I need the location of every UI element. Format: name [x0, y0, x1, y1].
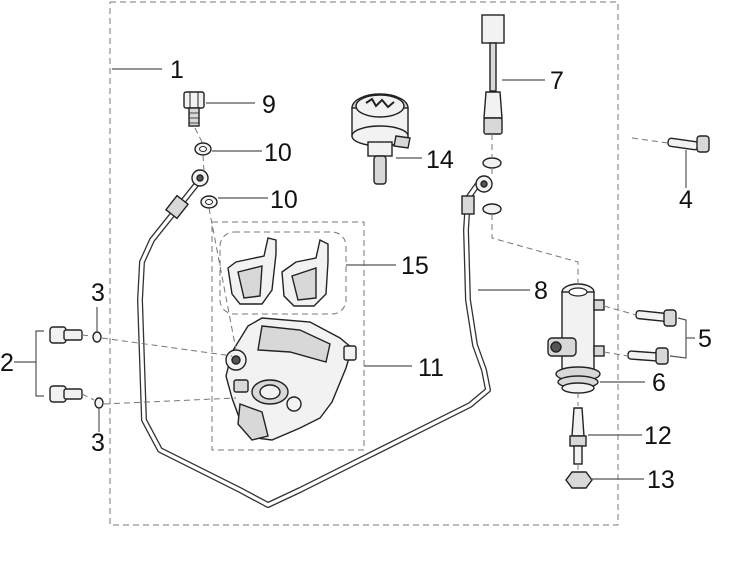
reservoir-screw — [667, 135, 710, 153]
label-15: 15 — [401, 252, 429, 280]
brake-light-switch — [481, 14, 505, 135]
label-12: 12 — [644, 422, 672, 450]
label-13: 13 — [647, 466, 675, 494]
leader-lines — [14, 68, 695, 480]
fluid-reservoir — [351, 93, 411, 185]
label-8: 8 — [534, 277, 548, 305]
label-5: 5 — [698, 325, 712, 353]
label-14: 14 — [426, 146, 454, 174]
brake-hose — [137, 169, 493, 508]
lock-nut — [565, 471, 593, 489]
banjo-bolt — [183, 91, 205, 127]
push-rod — [569, 407, 587, 465]
mounting-bolt-lower — [627, 347, 669, 365]
label-11: 11 — [418, 354, 444, 382]
switch-washer-a — [482, 157, 502, 169]
label-4: 4 — [679, 186, 693, 214]
label-2: 2 — [0, 349, 14, 377]
brake-pad-subframe — [219, 231, 347, 315]
assembly-frame — [109, 1, 619, 526]
label-10-upper: 10 — [264, 139, 292, 167]
alignment-lines — [81, 127, 669, 472]
mounting-bolt-upper — [635, 309, 677, 327]
caliper-pin-upper — [49, 326, 83, 344]
label-7: 7 — [550, 67, 564, 95]
pin-washer-lower — [94, 397, 104, 409]
label-10-lower: 10 — [270, 186, 298, 214]
brake-pad-left — [227, 237, 277, 305]
brake-pad-right — [281, 238, 329, 307]
switch-washer-b — [482, 203, 502, 215]
label-3-lower: 3 — [91, 429, 105, 457]
label-3-upper: 3 — [91, 279, 105, 307]
brake-caliper — [225, 317, 357, 441]
caliper-subframe — [211, 221, 365, 451]
label-1: 1 — [170, 56, 184, 84]
caliper-pin-lower — [49, 385, 83, 403]
pin-washer-upper — [92, 331, 102, 343]
label-9: 9 — [262, 91, 276, 119]
label-6: 6 — [652, 369, 666, 397]
master-cylinder — [547, 283, 605, 394]
